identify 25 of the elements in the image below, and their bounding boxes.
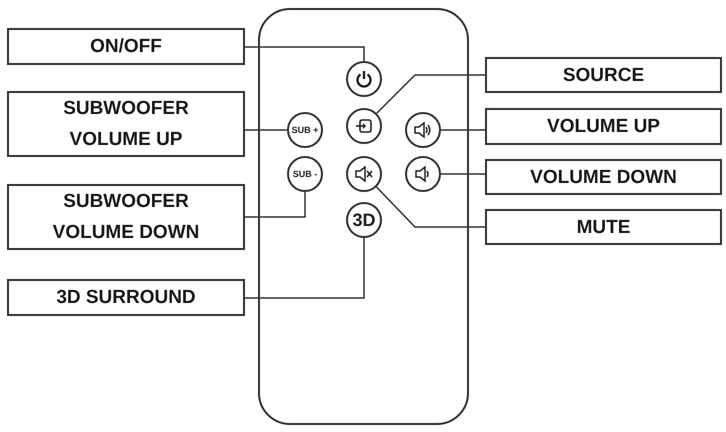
round-button bbox=[405, 112, 441, 148]
callout-label: VOLUME DOWN bbox=[485, 159, 722, 195]
leader-line bbox=[245, 238, 365, 299]
callout-label: VOLUME UP bbox=[485, 108, 722, 145]
leader-line bbox=[376, 74, 485, 114]
round-button bbox=[346, 61, 382, 97]
callout-label: SUBWOOFER VOLUME UP bbox=[7, 91, 245, 157]
leader-line bbox=[376, 186, 485, 228]
callout-label: SOURCE bbox=[485, 57, 722, 93]
leader-line bbox=[441, 173, 485, 175]
round-button bbox=[346, 108, 382, 144]
leader-line bbox=[245, 129, 287, 131]
round-button bbox=[346, 156, 382, 192]
round-button bbox=[405, 156, 441, 192]
round-button: 3D bbox=[346, 202, 382, 238]
callout-label: 3D SURROUND bbox=[7, 279, 245, 316]
round-button: SUB - bbox=[287, 156, 323, 192]
remote-control-body bbox=[258, 8, 469, 425]
callout-label: SUBWOOFER VOLUME DOWN bbox=[7, 184, 245, 250]
round-button: SUB + bbox=[287, 112, 323, 148]
leader-line bbox=[441, 129, 485, 131]
callout-label: MUTE bbox=[485, 209, 722, 245]
leader-line bbox=[245, 192, 306, 218]
leader-line bbox=[245, 46, 365, 61]
callout-label: ON/OFF bbox=[7, 28, 245, 65]
